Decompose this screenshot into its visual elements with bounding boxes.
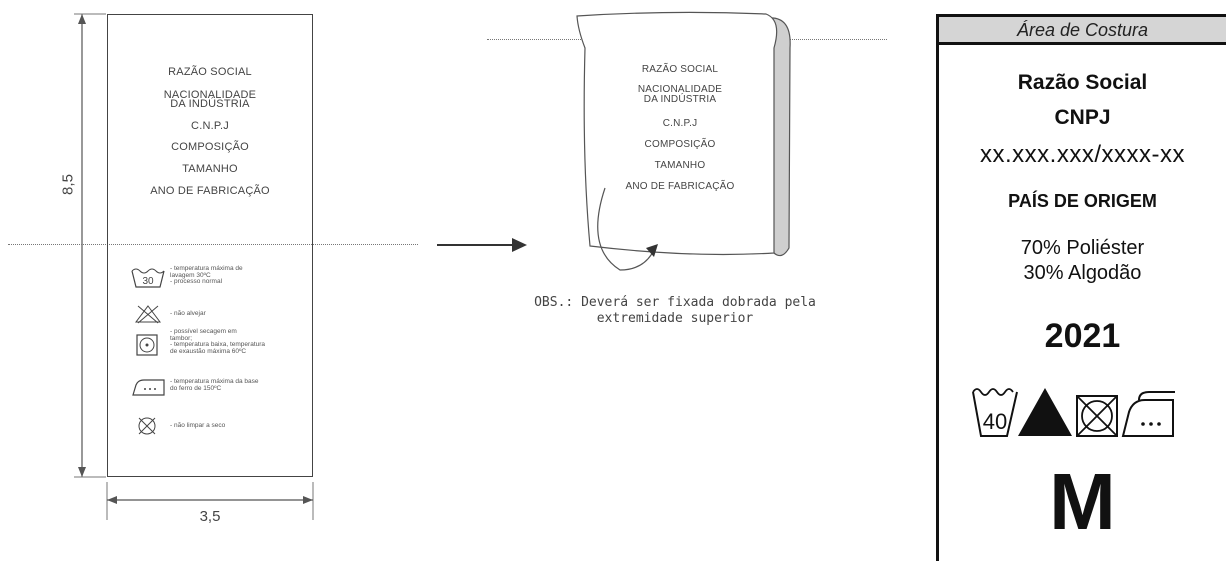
care-text: - não alvejar (170, 310, 206, 317)
cnpj-value: xx.xxx.xxx/xxxx-xx (980, 141, 1185, 168)
label-line-nationality: NACIONALIDADE (163, 89, 257, 101)
iron-icon (1121, 391, 1175, 437)
folded-line-composition: COMPOSIÇÃO (644, 139, 716, 150)
country-of-origin: PAÍS DE ORIGEM (1008, 191, 1157, 211)
folded-label-drawing (576, 11, 791, 271)
arrow-right-icon (437, 238, 527, 252)
care-label-drawing: RAZÃO SOCIAL NACIONALIDADE DA INDÚSTRIA … (107, 14, 313, 477)
no-bleach-icon (135, 305, 161, 324)
wash-30-icon: 30 (131, 268, 165, 288)
care-text: - não limpar a seco (170, 422, 226, 429)
folded-line-year: ANO DE FABRICAÇÃO (625, 181, 735, 192)
no-dry-clean-icon (138, 417, 156, 435)
composition-line-1: 70% Poliéster (1020, 237, 1145, 259)
width-dimension-label: 3,5 (199, 508, 221, 525)
composition-line-2: 30% Algodão (1023, 262, 1142, 284)
svg-text:40: 40 (983, 409, 1007, 434)
tumble-dry-icon (136, 334, 158, 356)
no-tumble-dry-icon (1076, 395, 1118, 437)
label-line-size: TAMANHO (182, 163, 238, 175)
care-text: - processo normal (170, 278, 223, 285)
care-text: - temperatura máxima da base (170, 378, 259, 385)
folded-line-company: RAZÃO SOCIAL (641, 64, 719, 75)
svg-text:30: 30 (142, 276, 154, 287)
care-text: de exaustão máxima 60ºC (170, 347, 247, 355)
manufacture-year: 2021 (1044, 317, 1121, 355)
care-icons-row: 40 (972, 388, 1175, 437)
label-line-cnpj: C.N.P.J (191, 120, 229, 132)
bleach-icon (1018, 388, 1072, 436)
care-text: do ferro de 150ºC (170, 384, 222, 392)
label-panel: Área de Costura Razão Social CNPJ xx.xxx… (936, 14, 1226, 561)
cnpj-label: CNPJ (1054, 106, 1111, 129)
label-line-industry: DA INDÚSTRIA (170, 98, 250, 110)
sewing-area-header: Área de Costura (939, 17, 1226, 45)
care-text: lavagem 30ºC (170, 271, 211, 279)
iron-icon (132, 379, 165, 396)
care-text: - possível secagem em (170, 328, 237, 335)
fold-instruction-note: OBS.: Deverá ser fixada dobrada pela ext… (505, 295, 845, 327)
label-line-composition: COMPOSIÇÃO (171, 141, 249, 153)
company-name: Razão Social (1017, 71, 1148, 94)
fold-line-left (8, 244, 418, 245)
care-text: - temperatura máxima de (170, 265, 243, 272)
folded-line-industry: DA INDÚSTRIA (643, 94, 717, 105)
label-line-company: RAZÃO SOCIAL (168, 66, 252, 78)
wash-40-icon: 40 (972, 388, 1018, 437)
care-text: tambor; (170, 334, 193, 342)
folded-line-cnpj: C.N.P.J (662, 118, 698, 129)
note-line: OBS.: Deverá ser fixada dobrada pela (534, 295, 816, 310)
folded-line-size: TAMANHO (654, 160, 706, 171)
size-letter: M (1049, 457, 1116, 546)
note-line: extremidade superior (596, 311, 754, 326)
label-line-year: ANO DE FABRICAÇÃO (150, 185, 270, 197)
folded-label-text: RAZÃO SOCIAL NACIONALIDADE DA INDÚSTRIA … (590, 65, 770, 205)
folded-line-nationality: NACIONALIDADE (637, 84, 723, 95)
care-text: - temperatura baixa, temperatura (170, 341, 266, 348)
